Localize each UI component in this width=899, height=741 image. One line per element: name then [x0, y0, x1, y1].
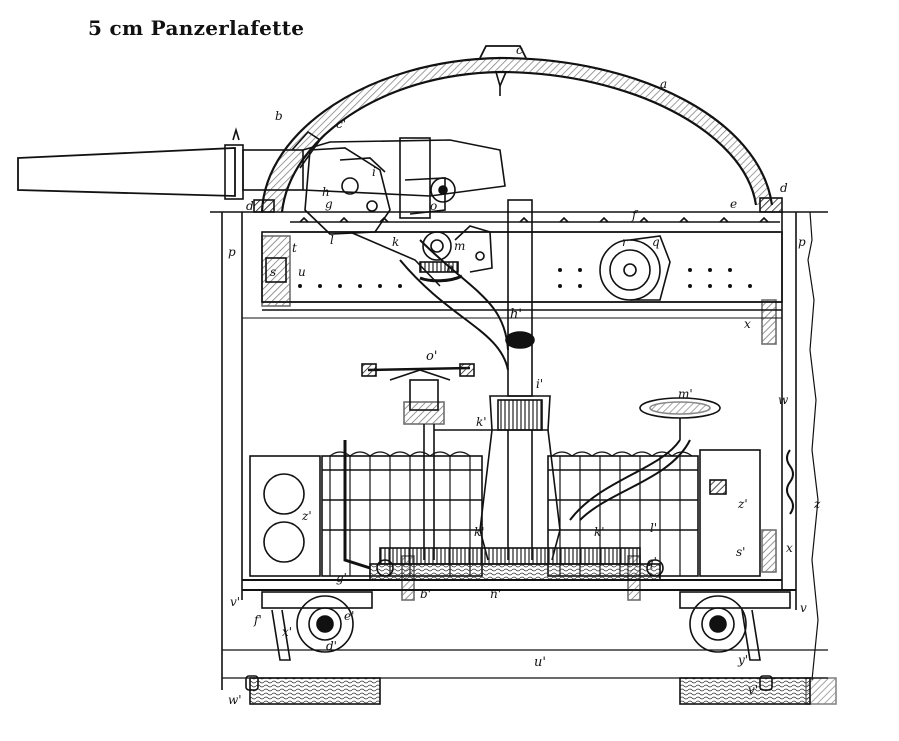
label-k1-right: k'	[594, 525, 605, 539]
label-m1: m'	[678, 387, 693, 401]
label-p-left: p	[228, 245, 236, 259]
label-n: n	[446, 261, 454, 275]
label-b1: b'	[420, 587, 431, 601]
label-x1: x'	[282, 625, 292, 639]
upper-platform	[261, 231, 783, 311]
traverse-handwheel	[361, 363, 492, 560]
label-p-right: p	[798, 235, 806, 249]
breech-mechanism	[304, 137, 493, 287]
label-r: r	[622, 235, 629, 249]
label-g: g	[325, 197, 333, 211]
label-s1: s'	[736, 545, 745, 559]
label-b: b	[275, 109, 283, 123]
label-z1-right: z'	[737, 497, 748, 511]
label-d-right: d	[780, 181, 788, 195]
label-k: k	[392, 235, 399, 249]
label-y1: y'	[737, 653, 748, 667]
label-v1-left: v'	[230, 595, 240, 609]
label-o: o	[430, 199, 437, 213]
label-i1: i'	[536, 377, 543, 391]
label-f: f	[631, 208, 639, 222]
label-e1: e'	[344, 609, 354, 623]
label-q: q	[652, 235, 660, 249]
label-d-left: d	[246, 199, 254, 213]
central-column	[399, 199, 561, 561]
label-m: m	[454, 239, 465, 253]
gun-barrel	[17, 127, 506, 200]
label-c: c	[516, 43, 523, 57]
label-w: w	[778, 393, 789, 407]
label-u: u	[298, 265, 306, 279]
base-platform	[242, 547, 796, 601]
wheel-carriage	[222, 591, 837, 705]
label-k1-upper: k'	[476, 415, 487, 429]
label-z1-left: z'	[301, 509, 312, 523]
label-h: h	[322, 185, 330, 199]
label-c1: c'	[336, 117, 346, 131]
label-x-lower: x	[786, 541, 793, 555]
label-n1: n'	[490, 587, 501, 601]
toothed-rack	[290, 216, 780, 233]
label-u1: u'	[534, 655, 546, 670]
label-e: e	[730, 197, 737, 211]
label-t: t	[292, 241, 297, 255]
label-l: l	[330, 233, 334, 247]
label-v1-right: v'	[748, 683, 758, 697]
label-f1: f'	[253, 613, 262, 627]
label-g1: g'	[336, 571, 347, 585]
diagram-title: 5 cm Panzerlafette	[88, 16, 305, 40]
label-s: s	[270, 265, 276, 279]
label-z: z	[813, 497, 821, 511]
label-h1: h'	[510, 307, 522, 322]
label-l1: l'	[650, 521, 657, 535]
label-w1: w'	[228, 693, 242, 707]
armored-cupola	[253, 45, 783, 213]
label-q1: q'	[646, 555, 657, 569]
outer-housing	[210, 211, 828, 690]
label-o1: o'	[426, 349, 437, 364]
label-x-upper: x	[744, 317, 751, 331]
label-i: i	[372, 165, 376, 179]
label-v: v	[800, 601, 807, 615]
part-labels: a b c d d e f g h i k l m n o p p q r s …	[228, 43, 821, 707]
label-a: a	[660, 77, 667, 91]
label-k1-mid: k'	[474, 525, 485, 539]
label-d1: d'	[326, 639, 337, 653]
